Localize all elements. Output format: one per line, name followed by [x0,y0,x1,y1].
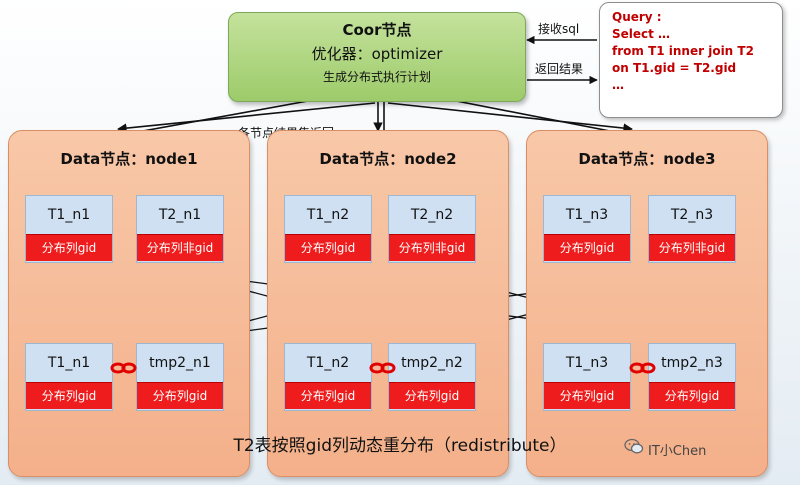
dist-column-badge: 分布列gid [285,382,371,409]
table-name: tmp2_n2 [401,355,463,371]
dist-column-badge: 分布列gid [649,382,735,409]
coordinator-title: Coor节点 [342,21,412,39]
table-name: T2_n1 [158,207,202,223]
receive-sql-label: 接收sql [538,22,580,36]
watermark-text: IT小Chen [648,444,707,459]
diagram-caption: T2表按照gid列动态重分布（redistribute） [233,436,567,456]
dist-column-badge: 分布列gid [544,234,630,261]
query-line: from T1 inner join T2 [612,44,754,58]
return-result-label: 返回结果 [535,62,584,76]
table-t1-bottom: T1_n1 分布列gid [25,343,113,411]
table-name: T1_n2 [306,355,350,371]
dist-column-badge: 分布列gid [389,382,475,409]
coor-node1-arrow [117,102,376,133]
dist-column-badge: 分布列gid [544,382,630,409]
table-name: T2_n2 [410,207,454,223]
table-name: tmp2_n1 [149,355,211,371]
table-t1-top: T1_n2 分布列gid [284,195,372,263]
query-line: … [612,78,624,92]
table-t1-bottom: T1_n2 分布列gid [284,343,372,411]
table-t2-top: T2_n3 分布列非gid [648,195,736,263]
table-name: T1_n2 [306,207,350,223]
query-box: Query : Select … from T1 inner join T2 o… [599,2,783,118]
dist-column-badge: 分布列gid [26,382,112,409]
dist-column-badge: 分布列非gid [137,234,223,261]
table-name: T1_n3 [565,355,609,371]
table-name: T1_n1 [47,355,91,371]
query-line: on T1.gid = T2.gid [612,61,737,75]
table-t1-top: T1_n3 分布列gid [543,195,631,263]
node-title: Data节点：node1 [60,150,198,168]
table-t1-bottom: T1_n3 分布列gid [543,343,631,411]
wechat-icon [624,438,644,454]
dist-column-badge: 分布列gid [285,234,371,261]
query-line: Select … [612,27,671,41]
table-tmp2-bottom: tmp2_n1 分布列gid [136,343,224,411]
plan-label: 生成分布式执行计划 [322,70,431,84]
table-t2-top: T2_n1 分布列非gid [136,195,224,263]
coor-node3-arrow [387,102,633,133]
dist-column-badge: 分布列gid [137,382,223,409]
table-name: T2_n3 [670,207,714,223]
dist-column-badge: 分布列非gid [389,234,475,261]
table-name: T1_n1 [47,207,91,223]
table-t1-top: T1_n1 分布列gid [25,195,113,263]
dist-column-badge: 分布列非gid [649,234,735,261]
data-node-2: Data节点：node2 T1_n2 分布列gid T2_n2 分布列非gid … [267,130,509,477]
table-name: T1_n3 [565,207,609,223]
table-tmp2-bottom: tmp2_n3 分布列gid [648,343,736,411]
query-line: Query : [612,10,662,24]
watermark: IT小Chen [624,438,707,459]
coordinator-node: Coor节点 优化器：optimizer 生成分布式执行计划 [228,12,526,102]
data-node-3: Data节点：node3 T1_n3 分布列gid T2_n3 分布列非gid … [526,130,768,477]
node-title: Data节点：node3 [578,150,716,168]
table-name: tmp2_n3 [661,355,723,371]
table-t2-top: T2_n2 分布列非gid [388,195,476,263]
node-title: Data节点：node2 [319,150,457,168]
data-node-1: Data节点：node1 T1_n1 分布列gid T2_n1 分布列非gid … [8,130,250,477]
optimizer-label: 优化器：optimizer [311,45,443,63]
table-tmp2-bottom: tmp2_n2 分布列gid [388,343,476,411]
dist-column-badge: 分布列gid [26,234,112,261]
